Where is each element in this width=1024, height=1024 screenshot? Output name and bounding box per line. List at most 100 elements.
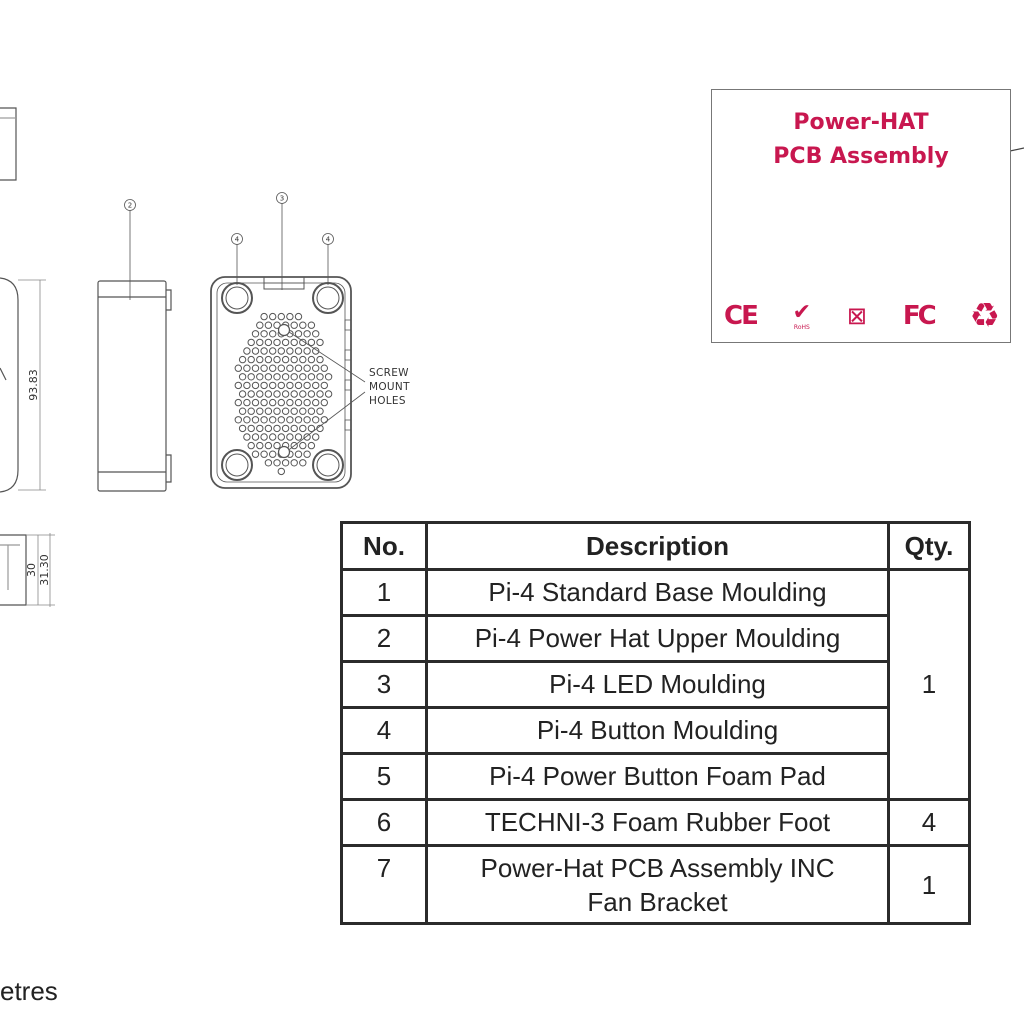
vent-hole: [316, 390, 324, 398]
vent-hole: [286, 398, 294, 407]
vent-hole: [256, 441, 264, 450]
table-row: 3 Pi-4 LED Moulding: [340, 660, 970, 709]
vent-hole: [320, 381, 328, 390]
vent-hole: [256, 338, 264, 347]
table-row: 7 Power-Hat PCB Assembly INC Fan Bracket…: [340, 844, 971, 925]
screw-mount-note: SCREW MOUNT HOLES: [369, 367, 413, 407]
vent-hole: [303, 347, 311, 355]
vent-hole: [269, 433, 277, 441]
table-row: 5 Pi-4 Power Button Foam Pad: [340, 752, 970, 801]
vent-hole: [247, 373, 255, 381]
vent-hole: [281, 424, 290, 433]
vent-hole: [264, 390, 273, 398]
vent-hole: [269, 381, 277, 390]
vent-hole: [303, 416, 311, 424]
vent-hole: [294, 416, 303, 424]
rohs-check-icon: ✔RoHS: [792, 299, 812, 331]
vent-hole: [299, 390, 307, 398]
vent-hole: [316, 424, 324, 433]
vent-hole: [277, 381, 285, 390]
vent-hole: [294, 381, 303, 390]
vent-hole: [299, 424, 307, 433]
cell-description: TECHNI-3 Foam Rubber Foot: [425, 798, 890, 847]
vent-hole: [234, 381, 243, 390]
balloon-side-view: 2: [128, 202, 132, 210]
vent-hole: [251, 433, 260, 441]
vent-hole: [294, 398, 303, 407]
vent-hole: [290, 373, 298, 381]
vent-hole: [290, 390, 298, 398]
vent-hole: [312, 347, 320, 355]
cell-description: Pi-4 LED Moulding: [425, 660, 890, 709]
vent-hole: [320, 398, 328, 407]
vent-hole: [277, 398, 285, 407]
vent-hole: [307, 441, 316, 450]
vent-hole: [238, 373, 247, 381]
vent-hole: [260, 381, 268, 390]
vent-hole: [290, 321, 298, 329]
vent-hole: [243, 364, 251, 372]
weee-bin-icon: ⊠: [846, 302, 868, 330]
vent-hole: [234, 364, 243, 372]
vent-hole: [247, 407, 255, 415]
vent-hole: [286, 416, 294, 424]
cell-qty: 1: [887, 844, 971, 925]
vent-hole: [277, 416, 285, 424]
vent-hole: [290, 424, 298, 433]
vent-hole: [299, 441, 307, 450]
vent-hole: [316, 373, 324, 381]
table-row: 2 Pi-4 Power Hat Upper Moulding: [340, 614, 970, 663]
header-qty: Qty.: [887, 521, 971, 571]
recycle-icon: ♻: [969, 296, 1000, 336]
vent-hole: [269, 450, 277, 458]
vent-hole: [307, 407, 316, 415]
vent-hole: [294, 330, 303, 338]
vent-hole: [269, 347, 277, 355]
vent-hole: [281, 407, 290, 415]
vent-hole: [238, 390, 247, 398]
cell-description: Pi-4 Power Button Foam Pad: [425, 752, 890, 801]
vent-hole: [238, 355, 247, 364]
vent-hole: [303, 398, 311, 407]
vent-hole: [303, 433, 311, 441]
vent-hole: [273, 441, 281, 450]
vent-hole: [238, 424, 247, 433]
vent-hole: [299, 321, 307, 329]
vent-hole: [324, 373, 333, 381]
vent-hole: [273, 459, 281, 467]
header-no: No.: [340, 521, 428, 571]
certification-marks: CE ✔RoHS ⊠ FC ♻: [724, 296, 1000, 336]
vent-hole: [273, 373, 281, 381]
vent-hole: [307, 424, 316, 433]
vent-hole: [307, 373, 316, 381]
vent-hole: [260, 416, 268, 424]
vent-hole: [281, 390, 290, 398]
vent-hole: [264, 407, 273, 415]
vent-hole: [269, 364, 277, 372]
vent-hole: [264, 441, 273, 450]
vent-hole: [247, 355, 255, 364]
vent-hole: [269, 398, 277, 407]
cell-description: Pi-4 Power Hat Upper Moulding: [425, 614, 890, 663]
height-dimension: 93.83: [27, 369, 40, 401]
vent-hole: [251, 416, 260, 424]
cell-no: 4: [340, 706, 428, 755]
vent-hole: [324, 390, 333, 398]
vent-hole: [277, 433, 285, 441]
vent-hole: [294, 347, 303, 355]
vent-hole: [299, 459, 307, 467]
vent-hole: [247, 441, 255, 450]
vent-hole: [273, 390, 281, 398]
balloon-top-view: 3: [280, 195, 284, 203]
vent-hole: [264, 338, 273, 347]
vent-hole: [277, 312, 285, 321]
vent-hole: [320, 416, 328, 424]
vent-hole: [281, 355, 290, 364]
vent-hole: [260, 433, 268, 441]
label-title: Power-HAT PCB Assembly: [773, 110, 949, 169]
vent-hole: [243, 398, 251, 407]
vent-hole: [247, 390, 255, 398]
vent-hole: [256, 407, 264, 415]
vent-hole: [251, 398, 260, 407]
power-hat-label: Power-HAT PCB Assembly CE ✔RoHS ⊠ FC ♻: [711, 89, 1011, 343]
